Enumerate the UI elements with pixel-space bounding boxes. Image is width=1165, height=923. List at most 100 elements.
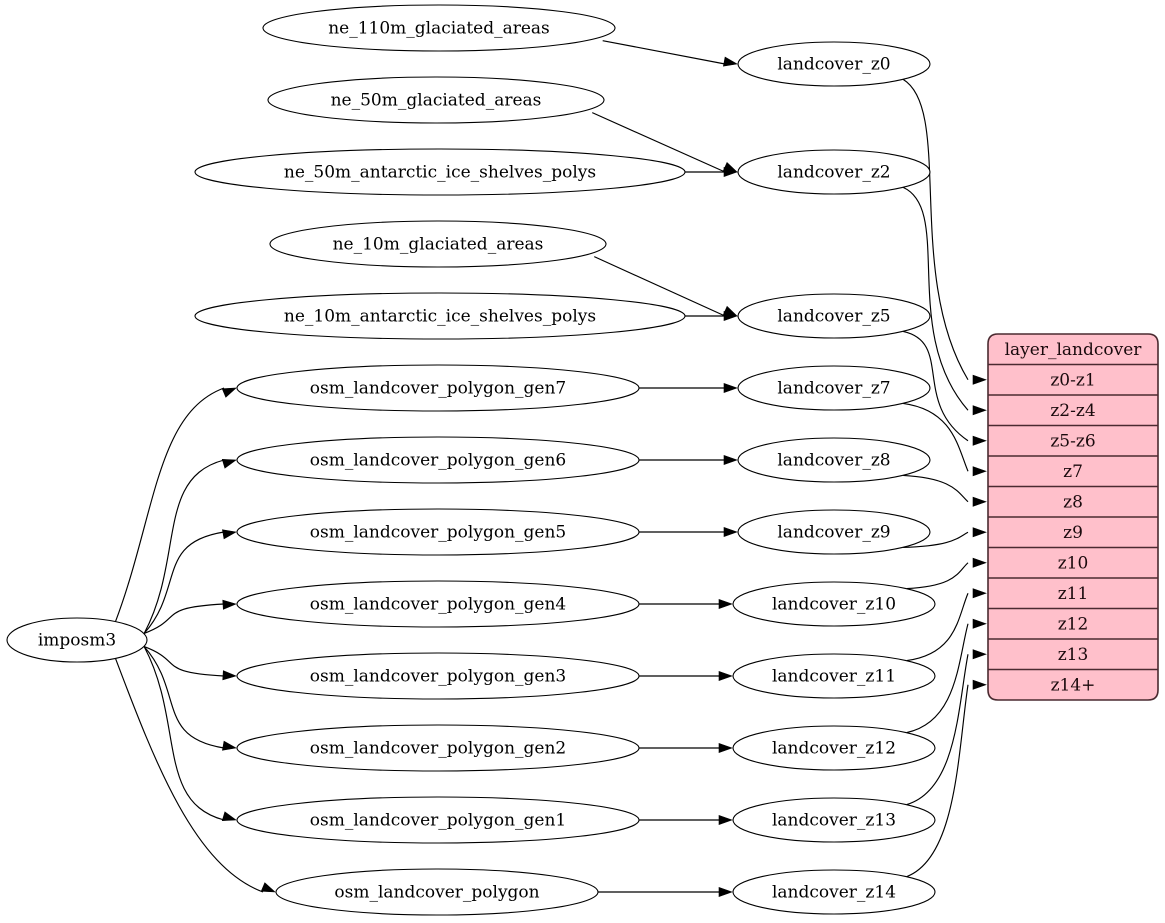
edge-arrowhead [972, 435, 987, 446]
node-label-ne_110m_glaciated_areas: ne_110m_glaciated_areas [328, 19, 550, 39]
node-ne_110m_glaciated_areas[interactable]: ne_110m_glaciated_areas [262, 4, 616, 52]
record-row-row-z10[interactable]: z10 [1058, 553, 1089, 573]
edge-landcover_z9--row-z9 [903, 527, 987, 548]
node-shape-osm_landcover_polygon_gen1[interactable] [236, 796, 640, 844]
node-label-landcover_z14: landcover_z14 [772, 883, 896, 903]
node-shape-osm_landcover_polygon_gen7[interactable] [236, 364, 640, 412]
node-shape-landcover_z10[interactable] [732, 581, 936, 627]
node-shape-landcover_z5[interactable] [737, 293, 931, 339]
node-label-landcover_z5: landcover_z5 [777, 307, 890, 327]
node-shape-landcover_z8[interactable] [737, 437, 931, 483]
node-shape-osm_landcover_polygon_gen3[interactable] [236, 652, 640, 700]
edge-imposm3--osm_landcover_polygon_gen4 [143, 599, 237, 634]
node-label-osm_landcover_polygon_gen4: osm_landcover_polygon_gen4 [310, 595, 566, 615]
node-shape-osm_landcover_polygon_gen4[interactable] [236, 580, 640, 628]
node-ne_50m_glaciated_areas[interactable]: ne_50m_glaciated_areas [267, 76, 605, 124]
node-label-landcover_z9: landcover_z9 [777, 523, 890, 543]
record-row-row-z7[interactable]: z7 [1063, 462, 1083, 482]
edge-landcover_z10--row-z10 [906, 557, 987, 590]
node-shape-landcover_z0[interactable] [737, 41, 931, 87]
node-shape-ne_50m_glaciated_areas[interactable] [267, 76, 605, 124]
edge-line [902, 330, 969, 442]
node-landcover_z8[interactable]: landcover_z8 [737, 437, 931, 483]
node-shape-ne_10m_glaciated_areas[interactable] [269, 220, 607, 268]
record-row-row-z14plus[interactable]: z14+ [1051, 675, 1096, 695]
node-shape-ne_10m_antarctic_ice_shelves_polys[interactable] [194, 292, 686, 340]
node-osm_landcover_polygon_gen7[interactable]: osm_landcover_polygon_gen7 [236, 364, 640, 412]
node-ne_50m_antarctic_ice_shelves_polys[interactable]: ne_50m_antarctic_ice_shelves_polys [194, 148, 686, 196]
node-landcover_z11[interactable]: landcover_z11 [732, 653, 936, 699]
edge-arrowhead [718, 598, 733, 610]
node-osm_landcover_polygon_gen1[interactable]: osm_landcover_polygon_gen1 [236, 796, 640, 844]
node-label-osm_landcover_polygon_gen2: osm_landcover_polygon_gen2 [310, 739, 566, 759]
node-osm_landcover_polygon_gen5[interactable]: osm_landcover_polygon_gen5 [236, 508, 640, 556]
node-shape-ne_50m_antarctic_ice_shelves_polys[interactable] [194, 148, 686, 196]
node-landcover_z2[interactable]: landcover_z2 [737, 149, 931, 195]
edge-osm_landcover_polygon_gen1--landcover_z13 [639, 814, 733, 826]
node-ne_10m_glaciated_areas[interactable]: ne_10m_glaciated_areas [269, 220, 607, 268]
node-label-landcover_z2: landcover_z2 [777, 163, 890, 183]
node-ne_10m_antarctic_ice_shelves_polys[interactable]: ne_10m_antarctic_ice_shelves_polys [194, 292, 686, 340]
edge-line [903, 402, 969, 472]
node-shape-osm_landcover_polygon_gen6[interactable] [236, 436, 640, 484]
edge-arrowhead [972, 618, 987, 629]
node-shape-landcover_z12[interactable] [732, 725, 936, 771]
edge-arrowhead [972, 557, 987, 568]
node-shape-osm_landcover_polygon[interactable] [275, 868, 599, 916]
node-shape-landcover_z11[interactable] [732, 653, 936, 699]
edge-ne_110m_glaciated_areas--landcover_z0 [602, 40, 738, 67]
node-landcover_z10[interactable]: landcover_z10 [732, 581, 936, 627]
node-label-landcover_z0: landcover_z0 [777, 55, 890, 75]
node-shape-osm_landcover_polygon_gen2[interactable] [236, 724, 640, 772]
record-row-row-z11[interactable]: z11 [1058, 584, 1089, 604]
node-label-ne_10m_glaciated_areas: ne_10m_glaciated_areas [333, 235, 544, 255]
node-osm_landcover_polygon_gen2[interactable]: osm_landcover_polygon_gen2 [236, 724, 640, 772]
edge-arrowhead [972, 466, 987, 477]
edge-arrowhead [722, 56, 738, 67]
edge-landcover_z5--row-z5-z6 [902, 330, 987, 446]
node-landcover_z5[interactable]: landcover_z5 [737, 293, 931, 339]
node-osm_landcover_polygon_gen6[interactable]: osm_landcover_polygon_gen6 [236, 436, 640, 484]
edge-line [906, 562, 969, 590]
node-landcover_z12[interactable]: landcover_z12 [732, 725, 936, 771]
node-shape-landcover_z13[interactable] [732, 797, 936, 843]
node-imposm3[interactable]: imposm3 [6, 617, 148, 663]
edge-ne_50m_antarctic_ice_shelves_polys--landcover_z2 [685, 166, 738, 178]
edge-osm_landcover_polygon_gen7--landcover_z7 [639, 382, 738, 394]
record-row-row-z2-z4[interactable]: z2-z4 [1050, 401, 1095, 421]
node-osm_landcover_polygon_gen3[interactable]: osm_landcover_polygon_gen3 [236, 652, 640, 700]
node-landcover_z0[interactable]: landcover_z0 [737, 41, 931, 87]
node-shape-landcover_z9[interactable] [737, 509, 931, 555]
node-osm_landcover_polygon_gen4[interactable]: osm_landcover_polygon_gen4 [236, 580, 640, 628]
edge-arrowhead [972, 649, 987, 660]
edge-line [592, 112, 726, 173]
record-row-row-z8[interactable]: z8 [1063, 492, 1083, 512]
edge-imposm3--osm_landcover_polygon_gen2 [143, 646, 237, 751]
edge-line [906, 654, 969, 806]
node-shape-ne_110m_glaciated_areas[interactable] [262, 4, 616, 52]
node-label-osm_landcover_polygon_gen3: osm_landcover_polygon_gen3 [310, 667, 566, 687]
record-row-row-z12[interactable]: z12 [1058, 614, 1089, 634]
node-landcover_z13[interactable]: landcover_z13 [732, 797, 936, 843]
node-shape-osm_landcover_polygon_gen5[interactable] [236, 508, 640, 556]
record-row-row-z5-z6[interactable]: z5-z6 [1050, 431, 1095, 451]
record-table-layer: layer_landcoverz0-z1z2-z4z5-z6z7z8z9z10z… [987, 333, 1159, 701]
edge-osm_landcover_polygon_gen2--landcover_z12 [639, 742, 733, 754]
edge-line [906, 684, 969, 878]
node-label-ne_10m_antarctic_ice_shelves_polys: ne_10m_antarctic_ice_shelves_polys [284, 307, 596, 327]
node-shape-imposm3[interactable] [6, 617, 148, 663]
node-osm_landcover_polygon[interactable]: osm_landcover_polygon [275, 868, 599, 916]
record-row-row-z0-z1[interactable]: z0-z1 [1050, 370, 1095, 390]
node-shape-landcover_z14[interactable] [732, 869, 936, 915]
record-row-row-z13[interactable]: z13 [1058, 645, 1089, 665]
node-landcover_z9[interactable]: landcover_z9 [737, 509, 931, 555]
node-landcover_z7[interactable]: landcover_z7 [737, 365, 931, 411]
node-label-landcover_z10: landcover_z10 [772, 595, 896, 615]
record-row-row-z9[interactable]: z9 [1063, 523, 1083, 543]
node-shape-landcover_z7[interactable] [737, 365, 931, 411]
edge-line [143, 646, 225, 821]
node-landcover_z14[interactable]: landcover_z14 [732, 869, 936, 915]
node-shape-landcover_z2[interactable] [737, 149, 931, 195]
node-label-imposm3: imposm3 [38, 631, 116, 651]
